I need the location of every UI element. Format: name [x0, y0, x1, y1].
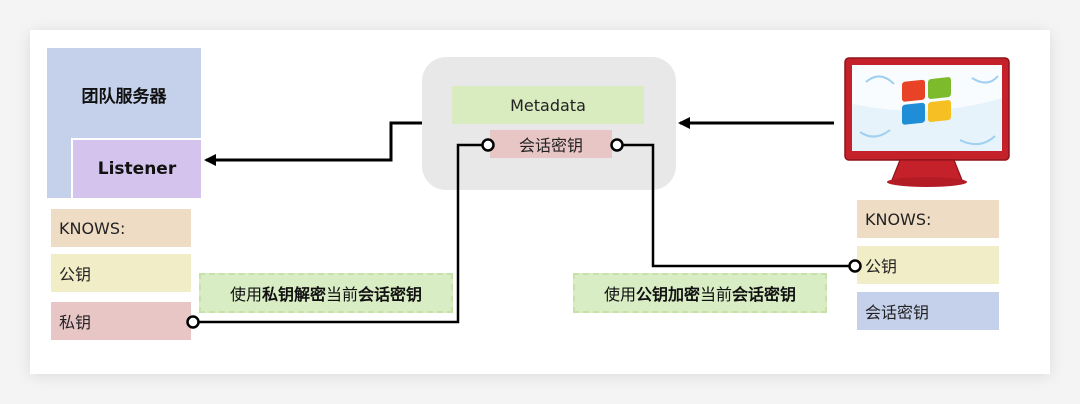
server-private-key: 私钥: [51, 302, 191, 340]
session-key-right-dot: [610, 138, 624, 152]
windows-monitor-icon: [844, 57, 1010, 187]
metadata-to-listener-arrow: [204, 121, 422, 166]
client-session-key: 会话密钥: [857, 292, 999, 330]
private-key-connector-dot: [186, 315, 200, 329]
server-knows-label: KNOWS:: [51, 209, 191, 247]
decrypt-note: 使用私钥解密当前会话密钥: [199, 273, 453, 313]
team-server-title: 团队服务器: [81, 87, 167, 107]
client-knows-label: KNOWS:: [857, 200, 999, 238]
listener-box: Listener: [71, 138, 201, 198]
session-key-to-public-key-line: [617, 143, 855, 268]
session-key-left-dot: [481, 138, 495, 152]
metadata-session-key: 会话密钥: [490, 130, 612, 158]
metadata-label: Metadata: [452, 86, 644, 124]
private-key-to-session-key-line: [193, 143, 488, 324]
client-public-key: 公钥: [857, 246, 999, 284]
public-key-connector-dot: [848, 259, 862, 273]
server-public-key: 公钥: [51, 254, 191, 292]
encrypt-note: 使用公钥加密当前会话密钥: [573, 273, 827, 313]
